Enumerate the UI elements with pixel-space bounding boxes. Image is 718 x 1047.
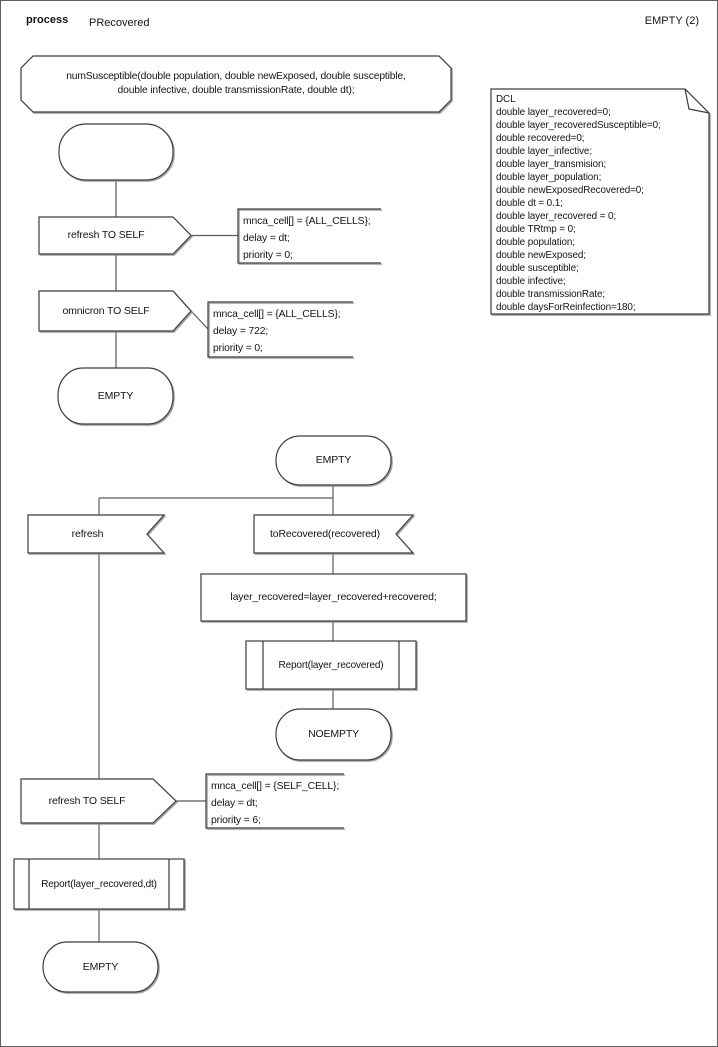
- annotation-box-3-shape[interactable]: [205, 773, 344, 829]
- procedure-report-shape[interactable]: [245, 640, 417, 690]
- output-refresh-to-self-shape[interactable]: [38, 216, 192, 255]
- output-refresh-to-self-2-shape[interactable]: [20, 778, 177, 824]
- procedure-report-dt-shape[interactable]: [13, 858, 185, 910]
- procedure-report-inner-lines: [262, 641, 400, 689]
- diagram-kind-label: process: [26, 14, 69, 26]
- annotation-1-text: mnca_cell[] = {ALL_CELLS}; delay = dt; p…: [243, 216, 371, 261]
- dcl-note-text: DCL double layer_recovered=0; double lay…: [496, 94, 661, 313]
- procedure-report-dt-inner-lines: [28, 859, 170, 909]
- input-refresh-shape[interactable]: [27, 514, 166, 554]
- input-torecovered-shape[interactable]: [253, 514, 415, 554]
- process-name-label: PRecovered: [89, 17, 150, 29]
- connectors: [98, 180, 334, 942]
- task-assignment-shape[interactable]: [200, 573, 467, 622]
- annotation-box-2-shape[interactable]: [207, 301, 353, 358]
- annotation-3-text: mnca_cell[] = {SELF_CELL}; delay = dt; p…: [211, 781, 340, 826]
- state-empty-2-shape[interactable]: [275, 435, 392, 486]
- annotation-2-text: mnca_cell[] = {ALL_CELLS}; delay = 722; …: [213, 309, 341, 354]
- dcl-note-shape[interactable]: [490, 88, 710, 315]
- start-state-shape[interactable]: [58, 123, 174, 181]
- page-label: EMPTY (2): [644, 15, 699, 27]
- connector-annotation: [190, 310, 209, 330]
- state-noempty-shape[interactable]: [275, 708, 392, 761]
- annotation-box-1-shape[interactable]: [237, 208, 381, 264]
- state-empty-1-shape[interactable]: [57, 367, 174, 425]
- output-omnicron-to-self-shape[interactable]: [38, 290, 192, 332]
- procedure-declaration-shape[interactable]: [20, 55, 452, 113]
- dcl-note-fold-icon: [684, 88, 710, 114]
- state-empty-3-shape[interactable]: [42, 941, 159, 993]
